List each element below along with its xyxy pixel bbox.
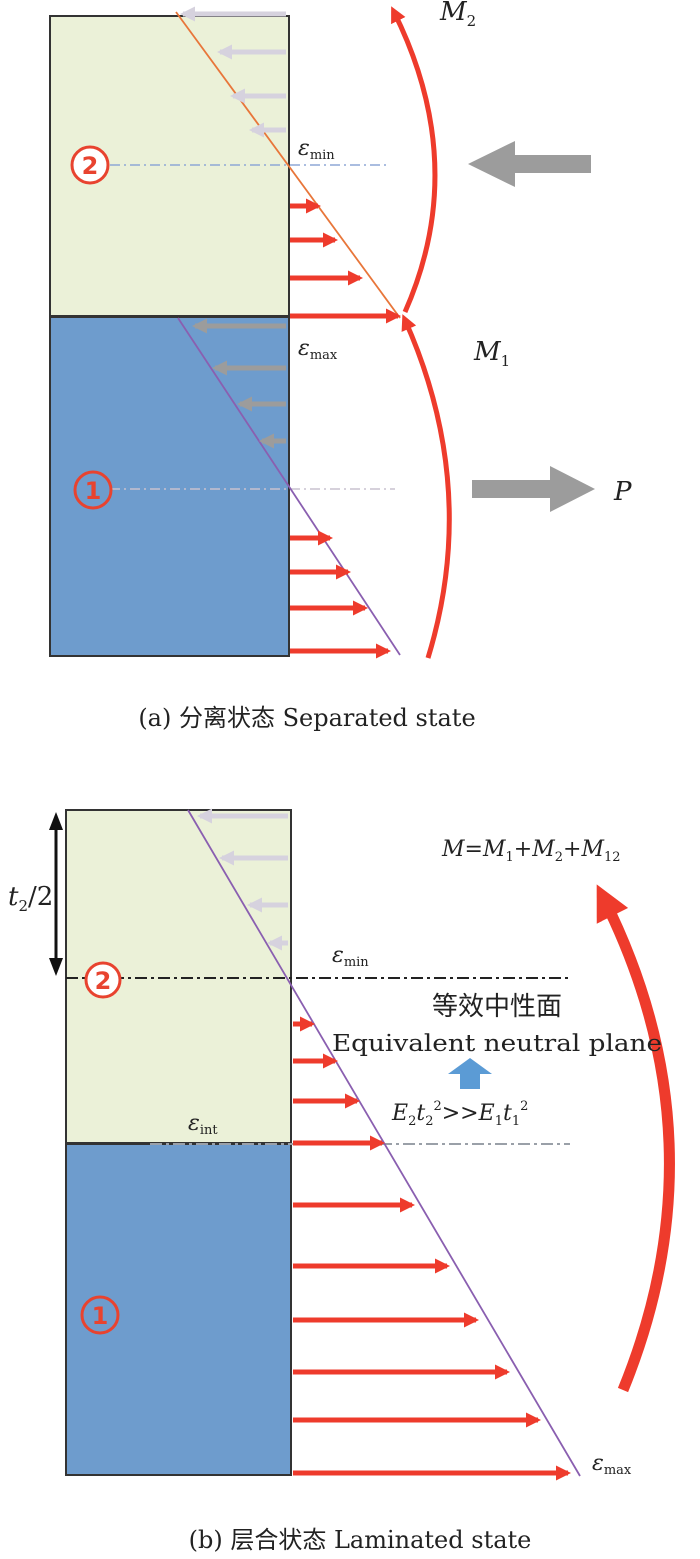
layer-1-number: 1: [85, 477, 102, 505]
moment-arc-total: [596, 884, 675, 1393]
eps-int-label: εint: [188, 1111, 218, 1138]
layer-2-marker-b: 2: [84, 961, 122, 999]
layer-2-number-b: 2: [95, 967, 112, 995]
layer-1-marker: 1: [73, 470, 113, 510]
thickness-dimension: [49, 812, 63, 976]
force-arrow-p: [472, 466, 595, 512]
thickness-label: t2/2: [8, 882, 53, 915]
layer-1-marker-b: 1: [80, 1295, 120, 1335]
layer-1-number-b: 1: [92, 1302, 109, 1330]
tension-arrows-layer-1: [290, 530, 391, 659]
moment-arc-m2: [391, 6, 438, 314]
neutral-plane-shift-arrow: [448, 1058, 492, 1089]
tension-arrows-layer-2-b: [293, 1016, 385, 1151]
force-p-label: P: [613, 477, 632, 507]
neutral-plane-cn: 等效中性面: [432, 992, 562, 1022]
eps-min-label-a: εmin: [298, 136, 335, 163]
panel-b: t2/2: [8, 808, 675, 1554]
caption-b: (b) 层合状态 Laminated state: [189, 1526, 532, 1554]
moment-m1-label: M1: [473, 337, 510, 370]
tension-arrows-layer-1-b: [293, 1197, 571, 1481]
stiffness-relation: E2t22>>E1t12: [391, 1099, 528, 1129]
moment-m2-label: M2: [439, 0, 476, 30]
compression-arrows-b: [197, 808, 288, 951]
compression-arrows-layer-2: [180, 6, 286, 138]
layer-1-block: [49, 316, 290, 657]
moment-sum-label: M=M1+M2+M12: [441, 837, 621, 865]
eps-max-label-a: εmax: [298, 336, 338, 363]
tension-arrows-layer-2: [290, 198, 401, 324]
eps-max-label-b: εmax: [592, 1451, 632, 1478]
compression-arrows-layer-1: [192, 318, 286, 449]
layer-2-marker: 2: [70, 145, 110, 185]
caption-a: (a) 分离状态 Separated state: [138, 704, 475, 732]
layer-2-number: 2: [82, 152, 99, 180]
strain-line-layer-2: [175, 11, 401, 319]
panel-a: 2 1 εmin εmax M2 M1 P (a) 分离状态 Separated…: [49, 0, 632, 732]
layer-1-block-b: [65, 1143, 292, 1476]
neutral-plane-en: Equivalent neutral plane: [332, 1031, 662, 1057]
force-arrow-layer-2: [468, 141, 591, 187]
eps-min-label-b: εmin: [332, 943, 369, 970]
moment-arc-m1: [401, 314, 452, 659]
